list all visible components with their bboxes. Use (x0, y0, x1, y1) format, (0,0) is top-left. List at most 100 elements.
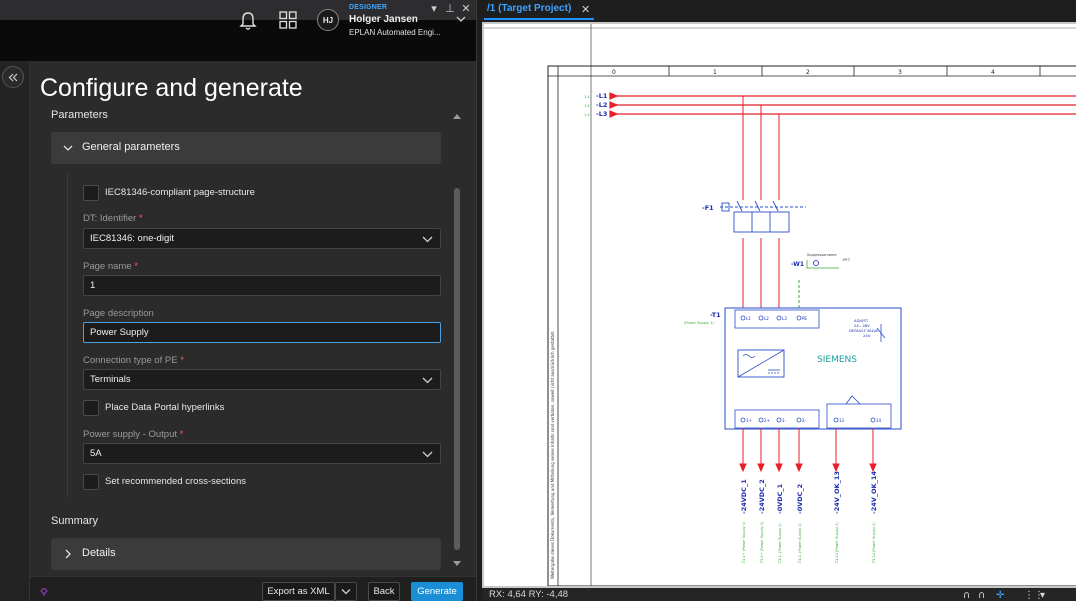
generate-button[interactable]: Generate (411, 582, 463, 601)
grid-icon[interactable]: ⋮⋮ (1024, 590, 1044, 601)
output-desc: -T1:1- (Power Supply 1) (778, 523, 782, 564)
snap-icon[interactable]: ∩ (963, 590, 971, 601)
export-options-button[interactable] (335, 582, 357, 601)
chevron-down-icon (422, 236, 433, 243)
pe-connection-value: Terminals (90, 374, 131, 385)
grid-dropdown-icon[interactable]: ▾ (1040, 590, 1046, 601)
crosshair-icon[interactable]: ✛ (996, 590, 1005, 601)
panel-menu-icon[interactable]: ▾ (431, 2, 437, 15)
cursor-coordinates: RX: 4,64 RY: -4,48 (489, 589, 569, 600)
page-title: Configure and generate (40, 74, 303, 102)
column-label: 4 (991, 69, 995, 76)
psu-t1-box (724, 307, 902, 430)
chevron-down-icon (63, 145, 73, 151)
svg-text:ADJUST: ADJUST (854, 318, 869, 323)
psu-output-value: 5A (90, 448, 102, 459)
terminal-label: 2+ (764, 418, 770, 423)
device-desc: (Power Supply 1) (684, 321, 714, 325)
column-label: 1 (713, 69, 717, 76)
tab-close-icon[interactable]: ✕ (581, 4, 591, 16)
svg-text:DEFAULT VALUE: DEFAULT VALUE (849, 328, 879, 333)
output-label: -24V_OK_13 (833, 471, 841, 514)
device-label: -T1 (710, 311, 721, 319)
page-name-label: Page name * (83, 261, 138, 272)
phase-label-l1: -L1 (596, 92, 608, 100)
notification-bell-icon[interactable] (239, 11, 257, 31)
output-desc: -T1:2+ (Power Supply 1) (760, 521, 764, 564)
hyperlinks-label: Place Data Portal hyperlinks (105, 402, 225, 413)
terminal-label: L2 (764, 316, 769, 321)
schematic-sheet[interactable]: 0 1 2 3 4 Weitergabe dieses Dokuments, V… (484, 24, 1076, 586)
terminal-label: L1 (746, 316, 751, 321)
panel-pin-icon[interactable]: ⊥ (445, 2, 455, 15)
active-tab-indicator (484, 18, 594, 20)
apps-grid-icon[interactable] (279, 11, 297, 29)
collapse-panel-button[interactable] (2, 66, 24, 88)
pe-ref: -PE7 (842, 258, 850, 262)
page-structure-checkbox[interactable] (83, 185, 99, 201)
output-label: -24VDC_2 (758, 479, 766, 514)
psu-output-select[interactable]: 5A (83, 443, 441, 464)
magnet-icon[interactable]: ∩ (978, 590, 986, 601)
dt-identifier-select[interactable]: IEC81346: one-digit (83, 228, 441, 249)
cable-desc: Suppressorname (807, 253, 837, 257)
page-description-value: Power Supply (90, 327, 149, 338)
terminal-label: 13 (839, 418, 845, 423)
export-xml-button[interactable]: Export as XML (262, 582, 335, 601)
app-header (0, 20, 476, 61)
terminal-label: 14 (876, 418, 882, 423)
configure-panel: ▾ ⊥ ✕ HJ DESIGNER Holger Jansen EPLAN Au… (0, 0, 476, 601)
chevron-down-icon (422, 451, 433, 458)
output-desc: -T1:14 (Power Supply 1) (872, 522, 876, 564)
status-bar (482, 588, 1076, 601)
schematic-drawing[interactable]: 0 1 2 3 4 Weitergabe dieses Dokuments, V… (484, 24, 1076, 586)
phase-label-l2: -L2 (596, 101, 607, 109)
dt-identifier-label: DT: Identifier * (83, 213, 143, 224)
page-name-input[interactable]: 1 (83, 275, 441, 296)
summary-heading: Summary (51, 515, 99, 527)
output-label: -24VDC_1 (740, 479, 748, 514)
phase-ref: 1.4 (584, 113, 590, 117)
general-parameters-accordion[interactable]: General parameters (51, 132, 441, 164)
phase-ref: 1.4 (584, 95, 590, 99)
pe-connection-select[interactable]: Terminals (83, 369, 441, 390)
page-structure-label: IEC81346-compliant page-structure (105, 187, 255, 198)
svg-text:24...28V: 24...28V (854, 323, 870, 328)
output-label: -0VDC_1 (776, 483, 784, 514)
general-parameters-label: General parameters (82, 141, 180, 153)
tab-target-project[interactable]: /1 (Target Project) (487, 3, 572, 14)
scrollbar-thumb[interactable] (454, 188, 460, 550)
user-menu-chevron-icon[interactable] (456, 15, 466, 23)
chevron-right-icon (65, 549, 71, 559)
user-name[interactable]: Holger Jansen (349, 14, 418, 25)
adjust-text: ADJUST 24...28V DEFAULT VALUE 24V (849, 318, 879, 338)
hyperlinks-checkbox[interactable] (83, 400, 99, 416)
page-name-value: 1 (90, 280, 96, 291)
details-label: Details (82, 547, 116, 559)
panel-close-icon[interactable]: ✕ (461, 2, 471, 15)
pin-icon[interactable] (40, 588, 48, 596)
back-button[interactable]: Back (368, 582, 400, 601)
column-label: 0 (612, 69, 616, 76)
output-label: -24V_OK_14 (870, 471, 878, 514)
details-accordion[interactable]: Details (51, 538, 441, 570)
terminal-label: 2- (802, 418, 807, 423)
cross-sections-label: Set recommended cross-sections (105, 476, 246, 487)
terminal-label: L3 (782, 316, 787, 321)
chevron-down-icon (422, 377, 433, 384)
cross-sections-checkbox[interactable] (83, 474, 99, 490)
svg-text:24V: 24V (863, 333, 871, 338)
breaker-label: -F1 (702, 204, 714, 212)
output-desc: -T1:13 (Power Supply 1) (835, 522, 839, 564)
phase-ref: 1.4 (584, 104, 590, 108)
scroll-down-icon[interactable] (453, 561, 461, 567)
section-guide-line (67, 172, 68, 497)
output-label: -0VDC_2 (796, 484, 804, 514)
page-description-input[interactable]: Power Supply (83, 322, 441, 343)
scroll-up-icon[interactable] (453, 113, 461, 119)
output-desc: -T1:2- (Power Supply 1) (798, 523, 802, 564)
avatar[interactable]: HJ (317, 9, 339, 31)
breaker-f1 (720, 200, 806, 233)
chevron-down-icon (341, 589, 351, 595)
sheet-frame (547, 65, 1076, 586)
